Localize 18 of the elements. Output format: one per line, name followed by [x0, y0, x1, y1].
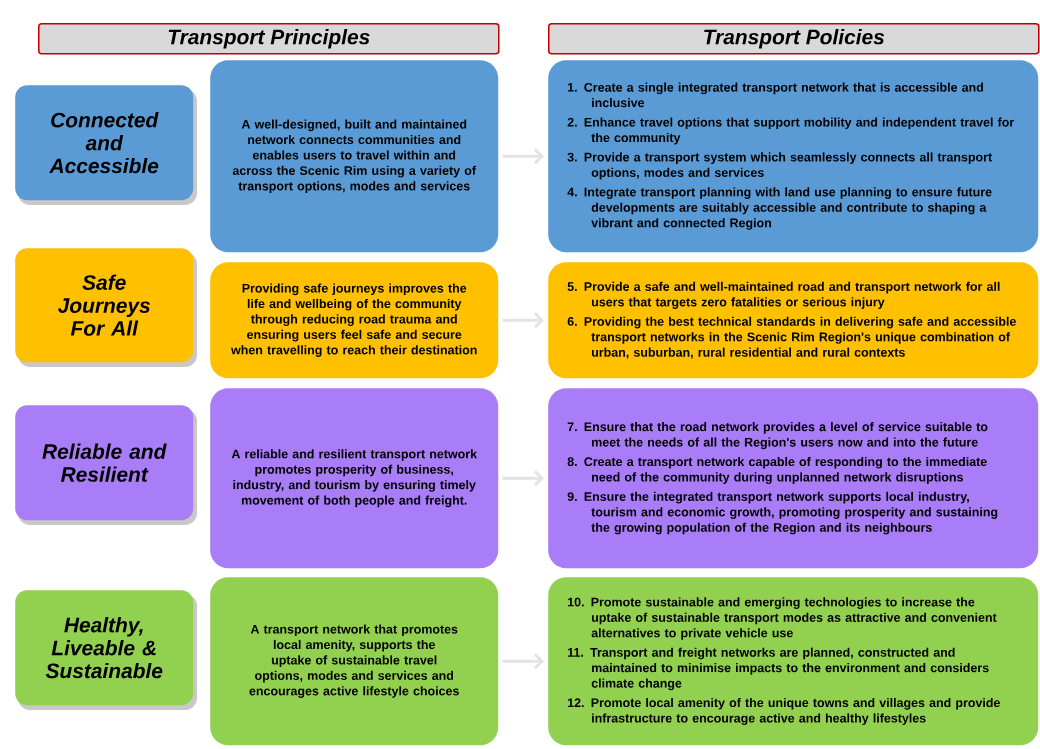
arrow [502, 312, 544, 329]
description-box: A well-designed, built and maintained network connects communities and enables users to travel within and across the Scenic Rim using a variety of transport options, modes and services [210, 60, 499, 253]
column-header: Transport Principles [38, 23, 500, 55]
category-box: Connected and Accessible [15, 85, 197, 205]
arrow [502, 470, 544, 487]
policy-list-box: 5. Provide a safe and well-maintained road and transport network for all users that targets zero fatalities or serious injury 6. Providing the best technical standards in delivering safe and accessible transport networks in the Scenic Rim Region's unique combination of urban, suburban, rural residential and rural contexts [548, 262, 1039, 379]
arrow [502, 148, 544, 165]
description-box: Providing safe journeys improves the life and wellbeing of the community through reducing road trauma and ensuring users feel safe and secure when travelling to reach their destination [210, 262, 499, 379]
policy-list-box: 10. Promote sustainable and emerging technologies to increase the uptake of sustainable transport modes as attractive and convenient alternatives to private vehicle use 11. Transport and freight networks are planned, constructed and maintained to minimise impacts to the environment and considers climate change 12. Promote local amenity of the unique towns and villages and provide infrastructure to encourage active and healthy lifestyles [548, 577, 1039, 746]
category-box: Healthy, Liveable & Sustainable [15, 590, 197, 710]
arrow [502, 653, 544, 670]
policy-list-box: 1. Create a single integrated transport network that is accessible and inclusive 2. Enhance travel options that support mobility and independent travel for the community 3. Provide a transport system which seamlessly connects all transport options, modes and services 4. Integrate transport planning with land use planning to ensure future developments are suitably accessible and contribute to shaping a vibrant and connected Region [548, 60, 1039, 253]
policy-list-box: 7. Ensure that the road network provides a level of service suitable to meet the needs of all the Region's users now and into the future 8. Create a transport network capable of responding to the immediate need of the community during unplanned network disruptions 9. Ensure the integrated transport network supports local industry, tourism and economic growth, promoting prosperity and sustaining the growing population of the Region and its neighbours [548, 388, 1039, 569]
category-box: Reliable and Resilient [15, 405, 197, 525]
column-header: Transport Policies [548, 23, 1040, 55]
description-box: A reliable and resilient transport network promotes prosperity of business, industry, and tourism by ensuring timely movement of both people and freight. [210, 388, 499, 569]
description-box: A transport network that promotes local amenity, supports the uptake of sustainable travel options, modes and services and encourages active lifestyle choices [210, 577, 499, 746]
category-box: Safe Journeys For All [15, 248, 197, 367]
